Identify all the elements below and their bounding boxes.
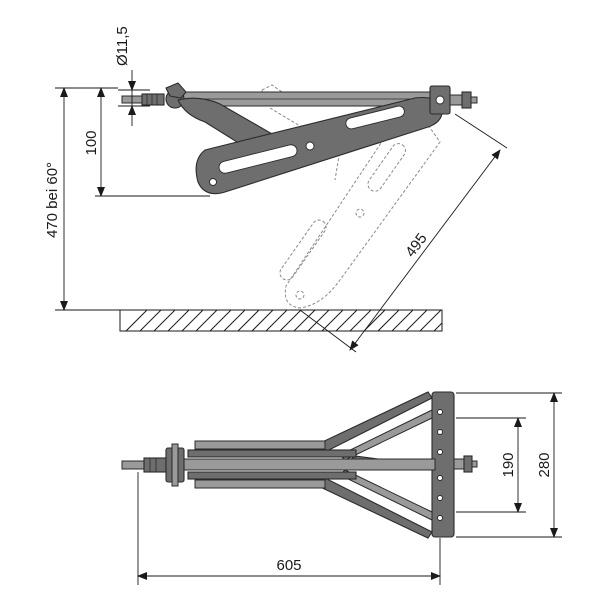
hatch-line [321,309,344,332]
hatch-line [195,309,218,332]
dim-height-total: 470 bei 60° [44,87,120,311]
hatch-line [265,309,288,332]
rails [179,440,436,489]
hatch-line [139,309,162,332]
ground-plate [119,309,443,332]
dim-height-total-label: 470 bei 60° [44,162,61,238]
hatch-line [251,309,274,332]
hatch-line [237,309,260,332]
hatch-line [125,309,148,332]
hatch-line [209,309,232,332]
main-lever [195,96,443,195]
hatch-line [153,309,176,332]
side-view: Ø11,5 100 470 bei 60° 495 [44,26,508,353]
spindle-top [121,443,185,487]
dim-height-100-label: 100 [83,130,100,155]
end-plate [431,391,478,538]
dim-width-280: 280 [456,392,562,538]
dim-diameter: Ø11,5 [114,26,150,126]
dim-length-605-label: 605 [276,557,301,574]
hatch-line [307,309,330,332]
dim-width-190-label: 190 [500,452,517,477]
hatch-line [181,309,204,332]
hatch-line [293,309,316,332]
top-view: 605 190 280 [121,391,562,585]
dim-length-495-label: 495 [402,230,431,260]
hatch-line [223,309,246,332]
dim-diameter-label: Ø11,5 [114,26,131,66]
dim-width-190: 190 [456,417,526,513]
dim-length-605: 605 [137,472,441,585]
hatch-line [167,309,190,332]
clamp-head [429,85,478,115]
hatch-line [279,309,302,332]
dim-width-280-label: 280 [536,452,553,477]
